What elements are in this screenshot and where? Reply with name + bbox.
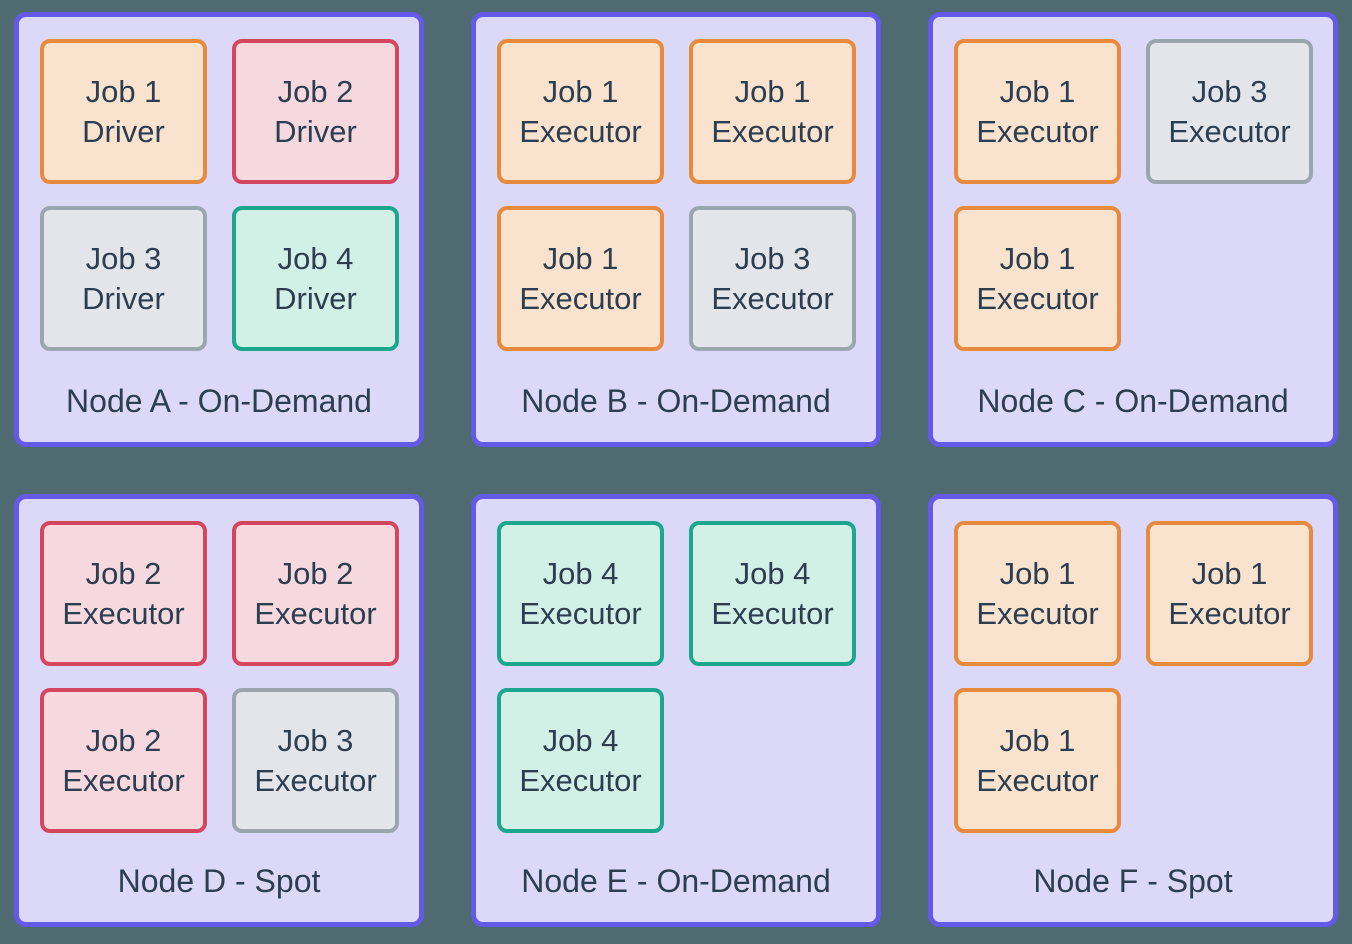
job-role: Driver [274, 113, 357, 149]
job-title: Job 4 [542, 722, 619, 758]
job-role: Executor [519, 762, 642, 798]
job-role: Executor [976, 595, 1099, 631]
node-a: Job 1 Driver Job 2 Driver Job 3 Driver J… [14, 12, 424, 447]
job-title: Job 1 [85, 73, 162, 109]
job-role: Executor [976, 762, 1099, 798]
job-role: Executor [254, 762, 377, 798]
job-box: Job 1 Executor [1146, 521, 1313, 666]
node-f-content: Job 1 Executor Job 1 Executor Job 1 Exec… [933, 499, 1333, 833]
job-title: Job 2 [277, 555, 354, 591]
node-label: Node B - On-Demand [521, 382, 831, 419]
job-box: Job 1 Executor [954, 39, 1121, 184]
job-box: Job 1 Executor [954, 688, 1121, 833]
job-title: Job 1 [734, 73, 811, 109]
job-title: Job 2 [85, 722, 162, 758]
job-role: Executor [62, 595, 185, 631]
node-d-content: Job 2 Executor Job 2 Executor Job 2 Exec… [19, 499, 419, 833]
node-b-content: Job 1 Executor Job 1 Executor Job 1 Exec… [476, 17, 876, 351]
job-role: Executor [519, 280, 642, 316]
node-label: Node C - On-Demand [977, 382, 1289, 419]
node-a-content: Job 1 Driver Job 2 Driver Job 3 Driver J… [19, 17, 419, 351]
job-role: Executor [519, 113, 642, 149]
job-role: Executor [1168, 595, 1291, 631]
node-label: Node D - Spot [117, 862, 321, 899]
job-title: Job 3 [1191, 73, 1268, 109]
job-role: Executor [711, 595, 834, 631]
job-title: Job 4 [734, 555, 811, 591]
job-role: Executor [711, 280, 834, 316]
node-label: Node F - Spot [1033, 862, 1233, 899]
job-box: Job 1 Executor [497, 39, 664, 184]
job-title: Job 3 [734, 240, 811, 276]
node-c-content: Job 1 Executor Job 3 Executor Job 1 Exec… [933, 17, 1333, 351]
job-title: Job 1 [999, 73, 1076, 109]
job-role: Driver [82, 113, 165, 149]
job-box: Job 1 Executor [954, 206, 1121, 351]
node-f: Job 1 Executor Job 1 Executor Job 1 Exec… [928, 494, 1338, 927]
node-e: Job 4 Executor Job 4 Executor Job 4 Exec… [471, 494, 881, 927]
job-box: Job 4 Executor [689, 521, 856, 666]
job-role: Driver [82, 280, 165, 316]
job-role: Executor [62, 762, 185, 798]
job-title: Job 4 [542, 555, 619, 591]
job-title: Job 1 [999, 555, 1076, 591]
job-box: Job 3 Driver [40, 206, 207, 351]
job-box: Job 3 Executor [1146, 39, 1313, 184]
job-box: Job 1 Executor [954, 521, 1121, 666]
job-box: Job 3 Executor [232, 688, 399, 833]
job-title: Job 2 [85, 555, 162, 591]
job-box: Job 2 Executor [232, 521, 399, 666]
job-title: Job 4 [277, 240, 354, 276]
job-title: Job 1 [999, 722, 1076, 758]
node-d: Job 2 Executor Job 2 Executor Job 2 Exec… [14, 494, 424, 927]
job-box: Job 2 Driver [232, 39, 399, 184]
job-box: Job 3 Executor [689, 206, 856, 351]
job-role: Executor [976, 113, 1099, 149]
node-c: Job 1 Executor Job 3 Executor Job 1 Exec… [928, 12, 1338, 447]
job-role: Executor [1168, 113, 1291, 149]
job-box: Job 1 Driver [40, 39, 207, 184]
node-label: Node E - On-Demand [521, 862, 831, 899]
node-e-content: Job 4 Executor Job 4 Executor Job 4 Exec… [476, 499, 876, 833]
job-box: Job 4 Executor [497, 521, 664, 666]
job-role: Driver [274, 280, 357, 316]
job-role: Executor [519, 595, 642, 631]
job-box: Job 4 Driver [232, 206, 399, 351]
job-title: Job 2 [277, 73, 354, 109]
job-title: Job 1 [542, 240, 619, 276]
job-box: Job 2 Executor [40, 688, 207, 833]
job-role: Executor [976, 280, 1099, 316]
node-b: Job 1 Executor Job 1 Executor Job 1 Exec… [471, 12, 881, 447]
job-title: Job 1 [1191, 555, 1268, 591]
job-title: Job 1 [542, 73, 619, 109]
job-title: Job 3 [85, 240, 162, 276]
node-label: Node A - On-Demand [66, 382, 372, 419]
job-box: Job 1 Executor [689, 39, 856, 184]
job-role: Executor [711, 113, 834, 149]
job-box: Job 4 Executor [497, 688, 664, 833]
job-role: Executor [254, 595, 377, 631]
job-box: Job 1 Executor [497, 206, 664, 351]
job-box: Job 2 Executor [40, 521, 207, 666]
job-title: Job 3 [277, 722, 354, 758]
job-title: Job 1 [999, 240, 1076, 276]
